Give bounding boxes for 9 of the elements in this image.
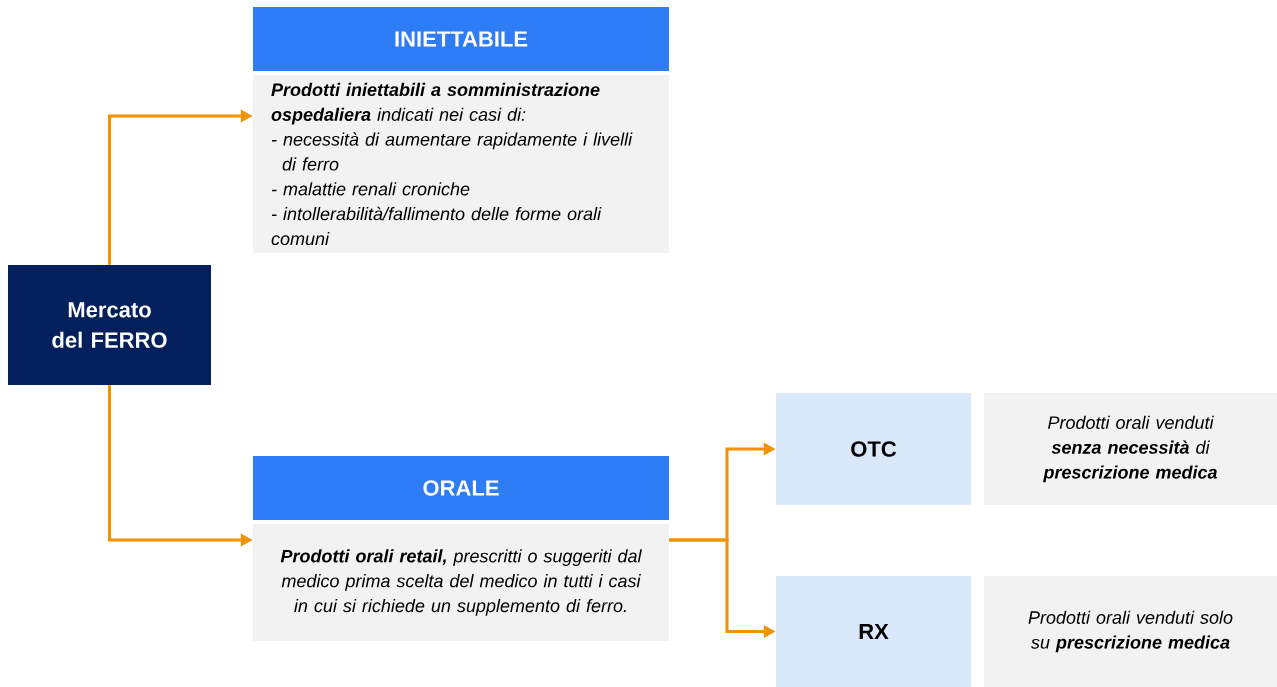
category-box: RX bbox=[776, 576, 971, 687]
description-box: Prodotti orali venduti senza necessità di prescrizione medica bbox=[984, 393, 1277, 505]
description-box: Prodotti orali retail, prescritti o suggeriti dal medico prima scelta del medico in tutti i casi in cui si richiede un supplemento di ferro. bbox=[253, 524, 669, 641]
header-bar: INIETTABILE bbox=[253, 7, 669, 71]
category-box: Mercato del FERRO bbox=[8, 265, 211, 385]
category-box: OTC bbox=[776, 393, 971, 505]
header-bar: ORALE bbox=[253, 456, 669, 520]
description-box: Prodotti iniettabili a somministrazione ospedaliera indicati nei casi di: - necessità di aumentare rapidamente i livelli di ferro - malattie renali croniche - intollerabilità/fallimento delle forme orali comuni bbox=[253, 75, 669, 253]
description-box: Prodotti orali venduti solo su prescrizione medica bbox=[984, 576, 1277, 687]
